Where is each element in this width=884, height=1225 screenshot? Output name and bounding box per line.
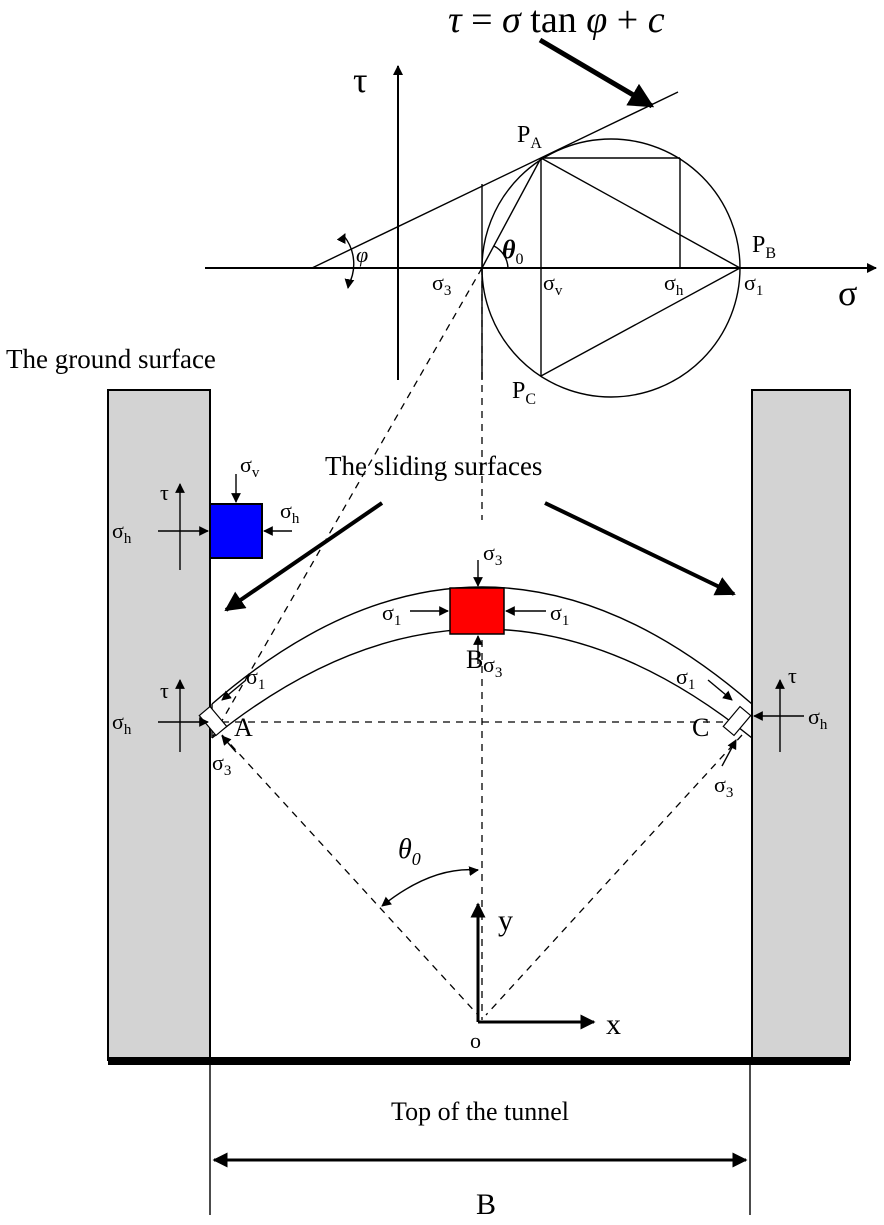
sigma-axis-label: σ — [838, 273, 857, 313]
point-a-label: A — [234, 713, 253, 742]
sigmav-label: σv — [543, 270, 563, 299]
theta0-label: θ0 — [502, 235, 524, 268]
red-sigma3-bottom-label: σ3 — [483, 652, 502, 681]
sliding-surface-arrow-right — [544, 501, 736, 596]
phi-arc-arrow-top — [336, 233, 346, 245]
pb-label: PB — [752, 232, 776, 262]
tau-axis-label: τ — [353, 60, 367, 100]
theta0-arc-lower — [381, 868, 479, 907]
sigma1-label: σ1 — [744, 270, 763, 299]
theta0-arc — [493, 245, 509, 269]
x-axis-label: x — [606, 1008, 621, 1041]
sliding-surface-arrow-left — [224, 501, 384, 612]
sigmah-label: σh — [664, 270, 684, 299]
left-sigma3-label: σ3 — [212, 750, 231, 779]
left-sigma3-arrow — [221, 735, 237, 753]
right-sigma3-arrow — [721, 739, 737, 767]
left-upper-sigmah-label: σh — [112, 518, 132, 547]
theta0-ray — [481, 157, 542, 269]
red-sigma3-top-label: σ3 — [483, 540, 502, 569]
left-upper-tau-label: τ — [160, 480, 169, 505]
mohr-diagram: τ = σ tan φ + c τ σ φ PA PB PC θ0 σ3 σv … — [205, 0, 877, 739]
equation-pointer-arrow — [538, 37, 655, 109]
blue-soil-element — [209, 503, 263, 559]
y-axis-label: y — [498, 904, 513, 937]
right-springing-element — [722, 705, 752, 737]
left-sigma1-label: σ1 — [246, 664, 265, 693]
blue-sigmah-label: σh — [280, 498, 300, 527]
tunnel-section: The ground surface The sliding surfaces … — [6, 344, 851, 1221]
blue-sigmav-label: σv — [240, 452, 260, 481]
radius-line-left — [221, 734, 479, 1016]
right-sigma1-label: σ1 — [676, 664, 695, 693]
red-sigma1-left-label: σ1 — [382, 600, 401, 629]
tunnel-top-line — [108, 1057, 850, 1065]
width-label: B — [476, 1188, 496, 1221]
ground-surface-label: The ground surface — [6, 344, 216, 374]
theta0-label-lower: θ0 — [398, 834, 421, 869]
right-sigmah-label: σh — [808, 704, 828, 733]
pc-label: PC — [512, 378, 536, 408]
point-c-label: C — [692, 713, 709, 742]
red-sigma1-right-label: σ1 — [550, 600, 569, 629]
right-tau-label: τ — [788, 663, 797, 688]
right-sigma3-label: σ3 — [714, 772, 733, 801]
red-soil-element — [449, 587, 505, 635]
point-b-label: B — [466, 645, 483, 674]
radius-line-right — [485, 734, 743, 1016]
pa-pb-chord — [540, 157, 741, 269]
failure-criterion-equation: τ = σ tan φ + c — [448, 0, 665, 41]
pa-label: PA — [517, 122, 542, 152]
upper-arch — [211, 586, 753, 705]
phi-arc-arrow-bottom — [344, 278, 355, 289]
pc-pb-chord — [540, 267, 741, 377]
failure-envelope-line — [311, 91, 679, 269]
right-sigma1-arrow — [707, 679, 733, 701]
origin-label: o — [470, 1028, 481, 1053]
theta0-arc-lower-head — [468, 866, 479, 876]
right-pillar — [751, 389, 851, 1061]
left-lower-sigmah-label: σh — [112, 709, 132, 738]
phi-label: φ — [356, 242, 368, 267]
top-of-tunnel-label: Top of the tunnel — [391, 1097, 569, 1126]
sliding-surfaces-label: The sliding surfaces — [325, 451, 542, 481]
phi-angle-arc — [343, 235, 355, 287]
left-lower-tau-label: τ — [160, 678, 169, 703]
sigma3-label: σ3 — [432, 270, 451, 299]
left-sigma1-arrow — [221, 679, 247, 701]
